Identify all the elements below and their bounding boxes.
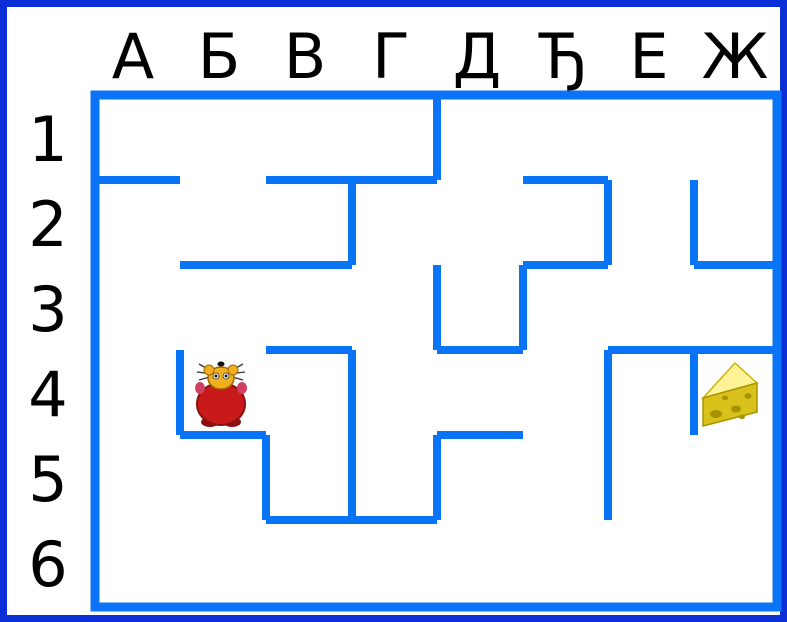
cheese-icon[interactable] — [703, 363, 757, 426]
maze-walls — [95, 95, 777, 520]
mouse-icon[interactable] — [195, 362, 247, 428]
